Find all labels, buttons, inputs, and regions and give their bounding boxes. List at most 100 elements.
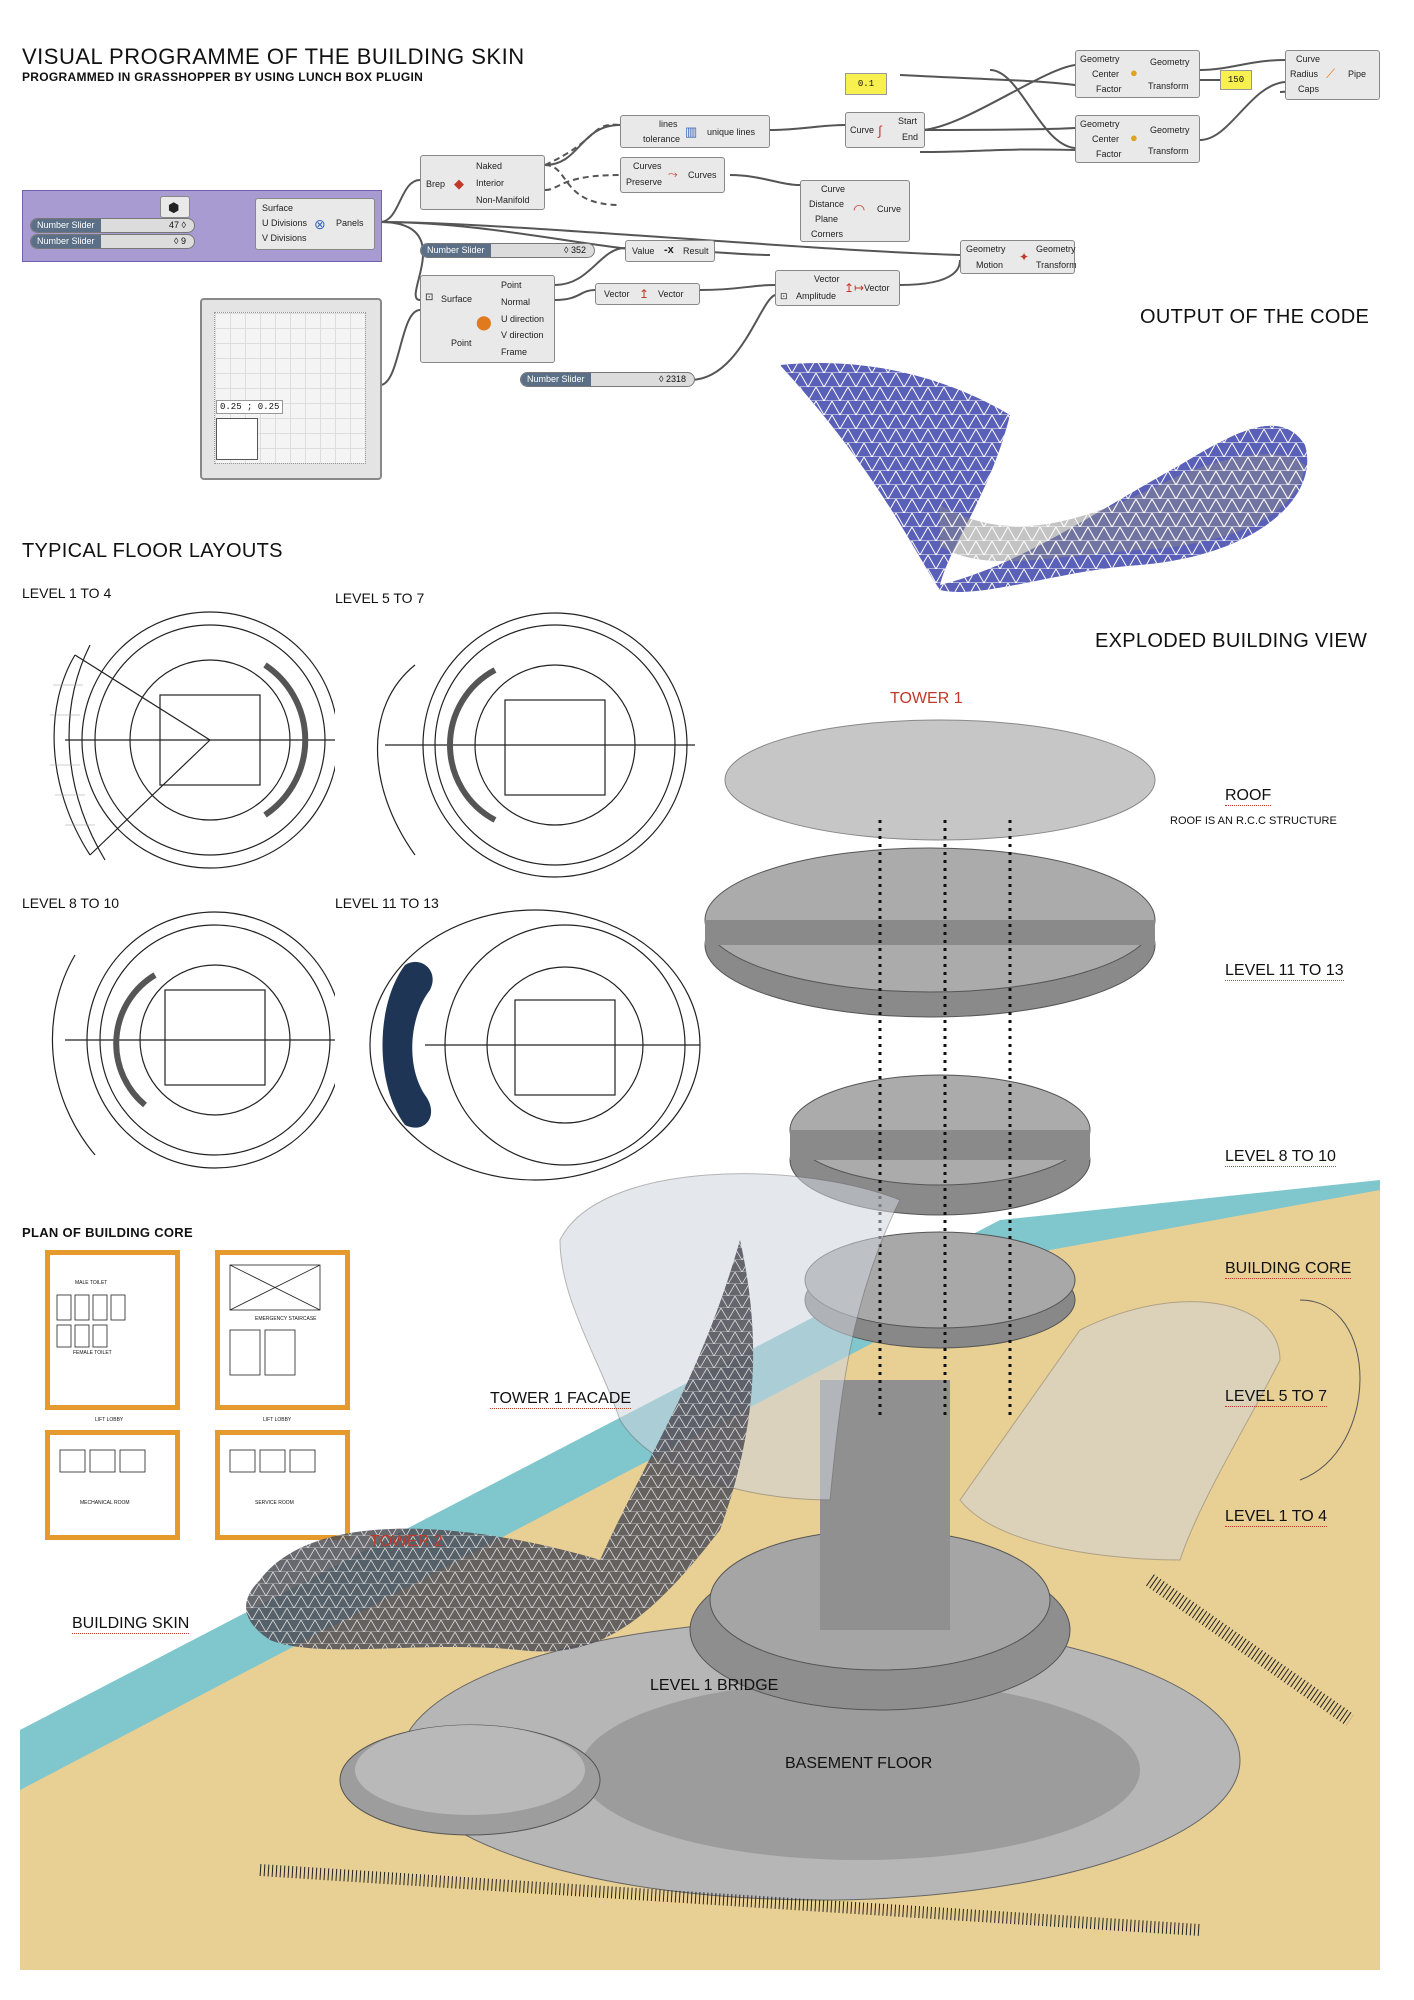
node-input: Center	[1092, 69, 1120, 79]
node-input: Amplitude	[796, 291, 837, 301]
plan-label-l8: LEVEL 8 TO 10	[22, 895, 120, 911]
slider-label: Number Slider	[31, 235, 101, 248]
offset-icon: ◠	[853, 201, 866, 217]
curve-node[interactable]: Curve ∫ Start End	[845, 112, 925, 148]
node-input: Point	[451, 338, 472, 348]
slider-label: Number Slider	[31, 219, 101, 232]
node-output: V direction	[501, 330, 544, 340]
move-node[interactable]: Geometry Motion ✦ Geometry Transform	[960, 240, 1077, 274]
amplitude-slider[interactable]: Number Slider ◊ 2318	[520, 372, 695, 387]
offset-curve-node[interactable]: Curve Distance Plane Corners ◠ Curve	[800, 180, 910, 242]
floor-layouts-heading: TYPICAL FLOOR LAYOUTS	[22, 540, 283, 562]
panel-0-1[interactable]: 0.1	[845, 73, 887, 95]
node-input: Distance	[809, 199, 845, 209]
panel-150[interactable]: 150	[1220, 70, 1252, 90]
level-1-bridge-label: LEVEL 1 BRIDGE	[650, 1677, 779, 1694]
node-input: Motion	[976, 260, 1004, 270]
slider-label: Number Slider	[521, 373, 591, 386]
node-output: Result	[683, 246, 709, 256]
slider-label: Number Slider	[421, 244, 491, 257]
slider-value: ◊ 352	[564, 245, 586, 255]
evaluate-surface-node[interactable]: ⊡ Surface Point ⬤ Point Normal U directi…	[420, 275, 555, 363]
slider-value: 47 ◊	[169, 220, 186, 230]
node-input: Factor	[1096, 84, 1122, 94]
node-output: Pipe	[1348, 69, 1367, 79]
plan-label-l5: LEVEL 5 TO 7	[335, 590, 425, 606]
join-curves-node[interactable]: Curves Preserve ⤳ Curves	[620, 157, 725, 193]
node-input: Brep	[426, 179, 446, 189]
node-output: Vector	[864, 283, 890, 293]
amplitude-node[interactable]: ⊡ Vector Amplitude ↥↦ Vector	[775, 270, 900, 306]
output-heading: OUTPUT OF THE CODE	[1140, 306, 1370, 328]
vector-icon: ↥	[639, 287, 650, 301]
node-output: Start	[898, 116, 918, 126]
surface-param-node[interactable]: ⬢	[160, 196, 190, 218]
node-input: Surface	[262, 203, 294, 213]
node-input: Value	[632, 246, 655, 256]
pipe-icon: ⟋	[1326, 66, 1336, 81]
node-input: Vector	[604, 289, 630, 299]
negative-node[interactable]: Value -x Result	[625, 240, 715, 262]
level-5-7-label: LEVEL 5 TO 7	[1225, 1388, 1327, 1407]
node-output: Non-Manifold	[476, 195, 530, 205]
amplitude-icon: ↥↦	[844, 281, 865, 295]
node-output: Interior	[476, 178, 505, 188]
evaluate-icon: ⬤	[476, 314, 492, 330]
mech-room-label: MECHANICAL ROOM	[80, 1500, 130, 1506]
roof-note: ROOF IS AN R.C.C STRUCTURE	[1170, 815, 1337, 827]
scale-icon: ●	[1130, 130, 1138, 145]
unit-vector-node[interactable]: Vector ↥ Vector	[595, 283, 700, 305]
scale-node-2[interactable]: Geometry Center Factor ● Geometry Transf…	[1075, 115, 1200, 163]
node-input: Caps	[1298, 84, 1320, 94]
lines-icon: ▥	[685, 124, 698, 139]
tower1-label: TOWER 1	[890, 690, 963, 707]
v-divisions-slider[interactable]: Number Slider ◊ 9	[30, 234, 195, 249]
node-output: End	[902, 132, 919, 142]
node-input: Plane	[815, 214, 839, 224]
graph-value: 0.25 ; 0.25	[216, 400, 284, 414]
node-output: unique lines	[707, 127, 756, 137]
pipe-node[interactable]: Curve Radius Caps ⟋ Pipe	[1285, 50, 1380, 100]
node-input: Center	[1092, 134, 1120, 144]
tower1-facade-label: TOWER 1 FACADE	[490, 1390, 632, 1409]
unique-lines-node[interactable]: lines tolerance ▥ unique lines	[620, 115, 770, 148]
page-title: VISUAL PROGRAMME OF THE BUILDING SKIN	[22, 44, 525, 69]
node-output: Vector	[658, 289, 684, 299]
panels-icon: ⊗	[314, 216, 326, 232]
roof-label: ROOF	[1225, 787, 1272, 806]
u-divisions-slider[interactable]: Number Slider 47 ◊	[30, 218, 195, 233]
plan-label-l11: LEVEL 11 TO 13	[335, 895, 439, 911]
exploded-heading: EXPLODED BUILDING VIEW	[1095, 630, 1368, 652]
node-output: Naked	[476, 161, 503, 171]
node-output: Transform	[1036, 260, 1077, 270]
core-details	[56, 1264, 321, 1473]
grasshopper-canvas: ⬢ Number Slider 47 ◊ Number Slider ◊ 9 S…	[0, 0, 1414, 480]
node-input: Vector	[814, 274, 840, 284]
curve-icon: ∫	[878, 123, 882, 138]
slider-value: ◊ 9	[174, 236, 186, 246]
node-output: Geometry	[1150, 57, 1190, 67]
value-slider[interactable]: Number Slider ◊ 352	[420, 243, 595, 258]
brep-edges-node[interactable]: Brep ◆ Naked Interior Non-Manifold	[420, 155, 545, 210]
graph-handle[interactable]	[216, 418, 258, 460]
stair-block	[215, 1250, 350, 1410]
floor-plan-l8	[51, 911, 335, 1169]
plan-label-l1: LEVEL 1 TO 4	[22, 585, 112, 601]
reparam-icon: ⊡	[425, 292, 434, 303]
emergency-stair-label: EMERGENCY STAIRCASE	[255, 1316, 317, 1322]
graph-mapper[interactable]: 0.25 ; 0.25	[200, 298, 382, 480]
node-output: Curve	[877, 204, 902, 214]
panels-node[interactable]: Surface U Divisions V Divisions ⊗ Panels	[255, 198, 375, 250]
service-room-block	[215, 1430, 350, 1540]
toilet-block	[45, 1250, 180, 1410]
scale-node-1[interactable]: Geometry Center Factor ● Geometry Transf…	[1075, 50, 1200, 98]
node-input: Curves	[633, 161, 662, 171]
scale-icon: ●	[1130, 65, 1138, 80]
node-input: Geometry	[1080, 119, 1120, 129]
tower2-label: TOWER 2	[370, 1533, 443, 1550]
node-input: Surface	[441, 294, 473, 304]
core-plan: MALE TOILET FEMALE TOILET LIFT LOBBY LIF…	[45, 1250, 350, 1540]
skin-output-render	[780, 363, 1308, 593]
lift-lobby-label: LIFT LOBBY	[95, 1417, 124, 1423]
node-input: lines	[659, 119, 678, 129]
